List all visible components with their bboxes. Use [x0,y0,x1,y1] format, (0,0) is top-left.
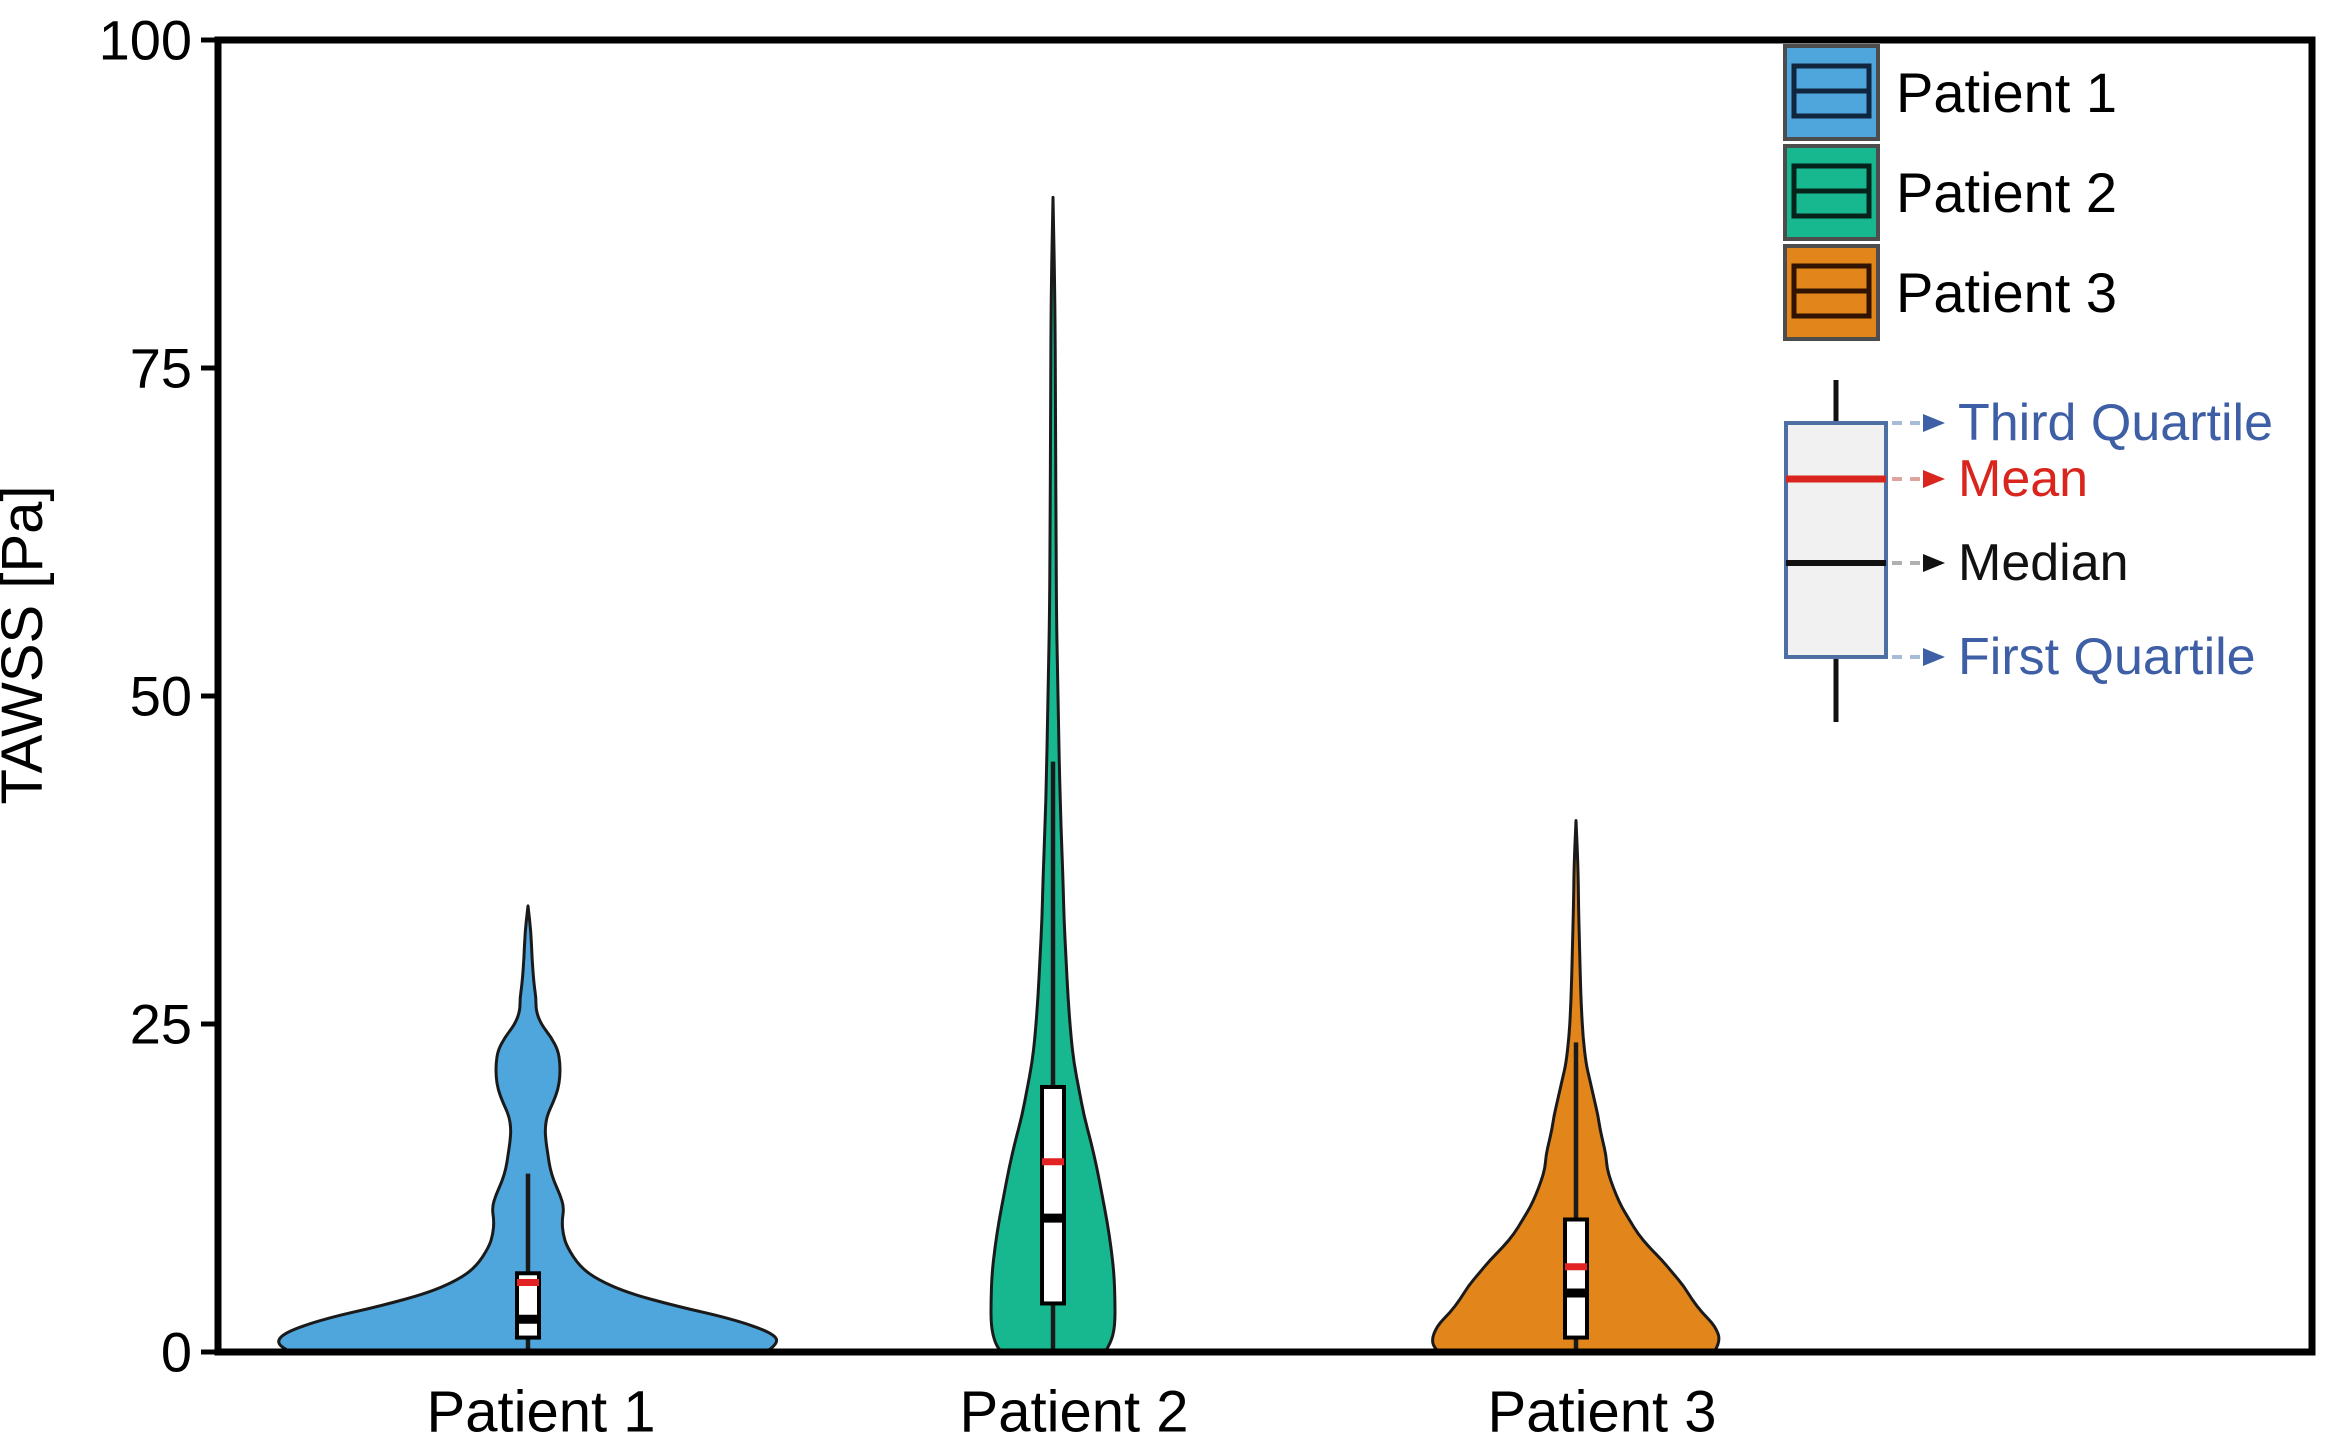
annotation-arrowhead-mean [1923,470,1945,488]
violin-1 [277,904,779,1354]
annotation-box [1784,421,1888,659]
annotation-arrowhead-q3 [1923,414,1945,432]
legend-label-3: Patient 3 [1896,261,2117,324]
y-tick-label-50: 50 [130,665,192,728]
y-tick-label-75: 75 [130,337,192,400]
y-tick-label-25: 25 [130,993,192,1056]
y-tick-label-100: 100 [99,9,192,72]
axes-layer [201,36,2316,1356]
annotation-arrowhead-q1 [1923,648,1945,666]
box-3 [1563,1217,1589,1340]
annotation-label-q3: Third Quartile [1958,394,2273,452]
legend-label-1: Patient 1 [1896,61,2117,124]
y-tick-label-0: 0 [161,1321,192,1384]
annotation-label-median: Median [1958,534,2129,592]
x-category-label-2: Patient 2 [960,1380,1189,1445]
series-legend: Patient 1 Patient 2 Patient 3 [1783,44,2117,341]
annotation-label-q1: First Quartile [1958,628,2256,686]
x-category-label-1: Patient 1 [427,1380,656,1445]
box-2 [1040,1084,1066,1306]
violins-layer [277,195,1721,1354]
y-axis-title: TAWSS [Pa] [0,485,55,804]
annotation-label-mean: Mean [1958,450,2088,508]
legend-label-2: Patient 2 [1896,161,2117,224]
annotation-arrowhead-median [1923,554,1945,572]
x-category-label-3: Patient 3 [1488,1380,1717,1445]
